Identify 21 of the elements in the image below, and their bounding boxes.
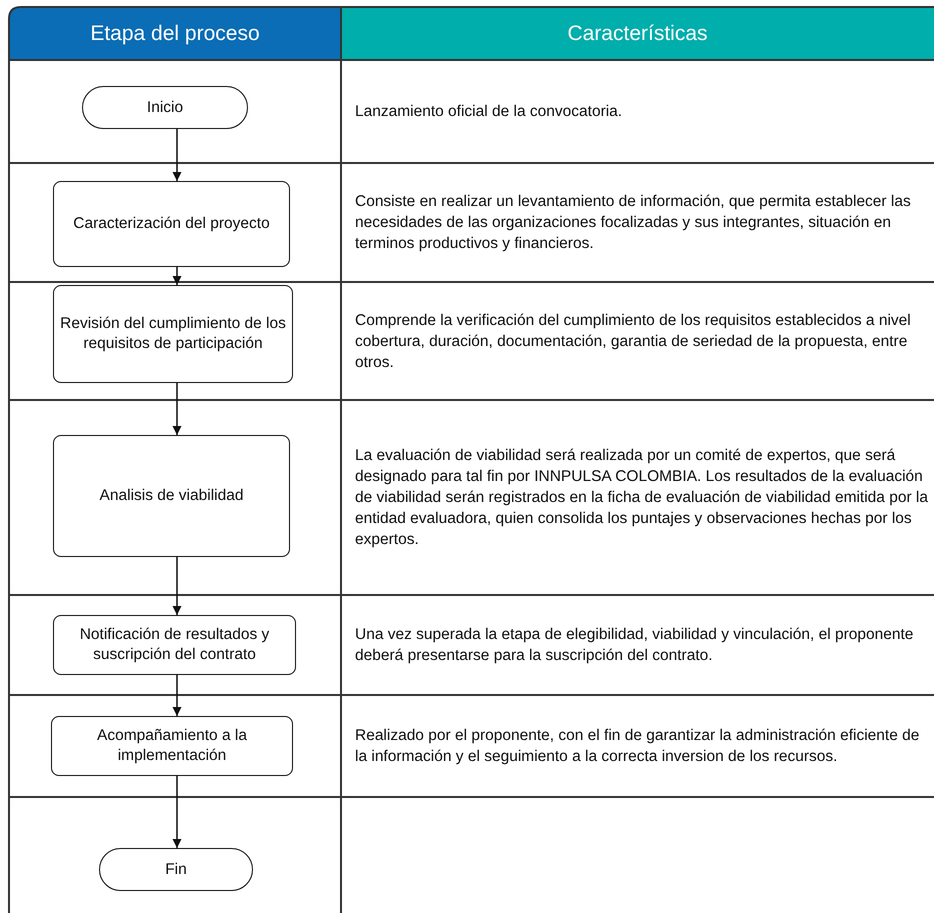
arrow [172, 776, 182, 848]
description-text: Realizado por el proponente, con el fin de garantizar la administración eficiente de la información y el seguimiento a la correcta inversion de los recursos. [355, 726, 920, 767]
process-box: Analisis de viabilidad [53, 435, 290, 557]
description-text: La evaluación de viabilidad será realizada por un comité de expertos, que será designado para tal fin por INNPULSA COLOMBIA. Los resultados de la evaluación de viabilidad serán registrados en la ficha de evaluación de viabilidad emitida por la entidad evaluadora, quien consolida los puntajes y observaciones hechas por los expertos. [355, 446, 929, 550]
process-box: Acompañamiento a la implementación [51, 716, 293, 776]
arrow [172, 129, 182, 181]
column-header: Características [567, 22, 708, 46]
arrow [172, 383, 182, 435]
process-box: Revisión del cumplimiento de los requisitos de participación [53, 285, 293, 383]
process-box: Caracterización del proyecto [53, 181, 290, 267]
terminal-box: Fin [99, 848, 253, 891]
description-text: Lanzamiento oficial de la convocatoria. [355, 102, 622, 122]
arrow [172, 557, 182, 615]
description-text: Consiste en realizar un levantamiento de información, que permita establecer las necesidades de las organizaciones focalizadas y sus integrantes, situación en terminos productivos y financieros. [355, 192, 912, 254]
process-box: Notificación de resultados y suscripción del contrato [53, 615, 296, 675]
column-header: Etapa del proceso [90, 22, 260, 46]
terminal-box: Inicio [82, 86, 248, 129]
description-text: Comprende la verificación del cumplimiento de los requisitos establecidos a nivel cobertura, duración, documentación, garantia de seriedad de la propuesta, entre otros. [355, 310, 912, 372]
description-text: Una vez superada la etapa de elegibilidad, viabilidad y vinculación, el proponente deberá presentarse para la suscripción del contrato. [355, 625, 914, 666]
arrow [172, 267, 182, 285]
arrow [172, 675, 182, 716]
